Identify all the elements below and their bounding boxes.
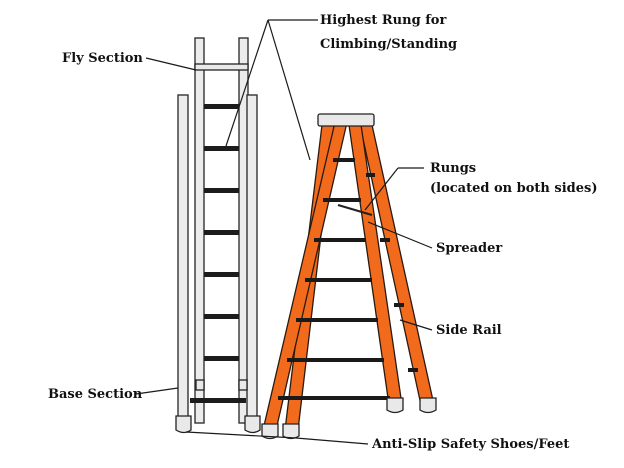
step-ladder	[261, 113, 437, 440]
side-rail-label: Side Rail	[436, 323, 502, 338]
extension-left-shoe	[175, 415, 192, 434]
step-rungs	[278, 158, 418, 400]
rungs-label-line2: (located on both sides)	[430, 181, 598, 196]
safety-shoes-label: Anti-Slip Safety Shoes/Feet	[372, 437, 570, 452]
spreader-bar	[337, 203, 373, 217]
leader-lines	[135, 19, 433, 445]
rungs-label-line1: Rungs	[430, 161, 477, 176]
front-left-rail	[262, 117, 349, 431]
step-top-cap	[317, 113, 375, 127]
fly-left-rail	[194, 37, 205, 424]
fly-section-label: Fly Section	[62, 51, 143, 66]
highest-rung-label-line2: Climbing/Standing	[320, 37, 458, 52]
extension-ladder	[175, 37, 261, 434]
extension-right-shoe	[244, 415, 261, 434]
base-right-rail	[246, 94, 258, 424]
highest-rung-label-line1: Highest Rung for	[320, 13, 447, 28]
step-right-shoe	[386, 397, 404, 414]
fly-top-cap	[194, 63, 249, 71]
spreader-label: Spreader	[436, 241, 503, 256]
base-section-label: Base Section	[48, 387, 143, 402]
base-left-rail	[177, 94, 189, 424]
extension-rungs	[190, 104, 246, 403]
